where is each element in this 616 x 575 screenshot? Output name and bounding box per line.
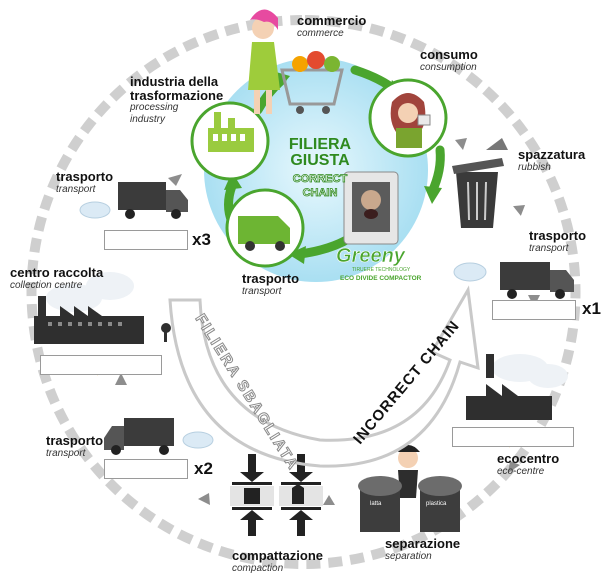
step-translation: transport	[529, 242, 569, 254]
step-translation: compaction	[232, 562, 284, 574]
multiplier-x3: x3	[192, 230, 211, 249]
greeny-logo: Greeny	[336, 245, 406, 267]
center-title-1: FILIERA	[289, 136, 352, 153]
multiplier-x2: x2	[194, 459, 213, 478]
wrong-chain-label: FILIERA SBAGLIATA	[192, 311, 302, 474]
label-centro-raccolta: centro raccolta collection centre	[10, 266, 103, 291]
step-translation: separation	[385, 550, 432, 562]
multiplier-x1: x1	[582, 299, 601, 318]
greeny-tagline-1: TIRUERE TECHNOLOGY	[352, 267, 411, 273]
step-translation: transport	[242, 285, 282, 297]
step-name: commercio	[297, 13, 367, 28]
collection-centre-factory	[34, 272, 171, 344]
cost-formula-box-ecocentre	[452, 427, 574, 447]
step-name: industria della	[130, 74, 219, 89]
step-translation: consumption	[420, 61, 477, 73]
bubble-consumption	[368, 78, 448, 158]
cost-formula-box-x1	[492, 300, 576, 320]
incorrect-chain-arrow	[168, 285, 480, 468]
step-name: trasporto	[56, 169, 114, 184]
step-name: trasporto	[46, 433, 104, 448]
step-name: ecocentro	[497, 451, 560, 466]
ecocentre-factory	[466, 354, 568, 420]
truck-icon-x1	[453, 262, 574, 299]
cost-formula-box-x2	[104, 459, 188, 479]
step-translation: eco-centre	[497, 465, 545, 477]
label-trasporto-x2: trasporto transport	[46, 434, 103, 459]
step-translation: transport	[46, 447, 86, 459]
bin-label-latta: latta	[370, 501, 382, 507]
step-translation: processing	[130, 102, 179, 114]
label-industria: industria della trasformazione processin…	[130, 75, 223, 125]
step-translation: rubbish	[518, 161, 551, 173]
center-sub-2: CHAIN	[303, 187, 338, 199]
step-name: separazione	[385, 536, 461, 551]
compaction-press-icon	[230, 454, 323, 536]
label-trasporto-x3: trasporto transport	[56, 170, 113, 195]
step-translation: transport	[56, 183, 96, 195]
bin-label-plastica: plastica	[426, 501, 447, 507]
step-name-2: trasformazione	[130, 87, 224, 103]
center-sub-1: CORRECT	[293, 173, 348, 185]
step-name: centro raccolta	[10, 265, 104, 280]
step-name: compattazione	[232, 548, 324, 563]
label-ecocentro: ecocentro eco-centre	[497, 452, 559, 477]
greeny-compactor	[343, 171, 399, 245]
rubbish-bin-icon	[452, 138, 508, 228]
step-name: consumo	[420, 47, 478, 62]
label-compattazione: compattazione compaction	[232, 549, 323, 574]
outer-dashed-ring	[26, 15, 581, 569]
truck-icon-x2	[104, 418, 214, 455]
greeny-tagline-2: ECO DIVIDE COMPACTOR	[340, 275, 422, 282]
label-consumo: consumo consumption	[420, 48, 478, 73]
step-name: trasporto	[242, 271, 300, 286]
bubble-processing	[190, 101, 270, 181]
step-translation-2: industry	[130, 113, 166, 125]
commerce-shopper-figure	[248, 9, 344, 114]
step-translation: commerce	[297, 27, 344, 39]
step-translation: collection centre	[10, 279, 83, 291]
step-name: spazzatura	[518, 147, 586, 162]
step-name: trasporto	[529, 228, 587, 243]
bubble-transport-van	[225, 188, 305, 268]
label-separazione: separazione separation	[385, 537, 460, 562]
incorrect-chain-label: INCORRECT CHAIN	[350, 317, 463, 447]
separation-figure	[358, 445, 462, 532]
label-commercio: commercio commerce	[297, 14, 366, 39]
label-trasporto-green: trasporto transport	[242, 272, 299, 297]
cost-formula-box-collection	[40, 355, 162, 375]
label-trasporto-x1: trasporto transport	[529, 229, 586, 254]
cost-formula-box-x3	[104, 230, 188, 250]
label-spazzatura: spazzatura rubbish	[518, 148, 585, 173]
truck-icon-x3	[79, 182, 188, 219]
center-title-2: GIUSTA	[290, 152, 350, 169]
